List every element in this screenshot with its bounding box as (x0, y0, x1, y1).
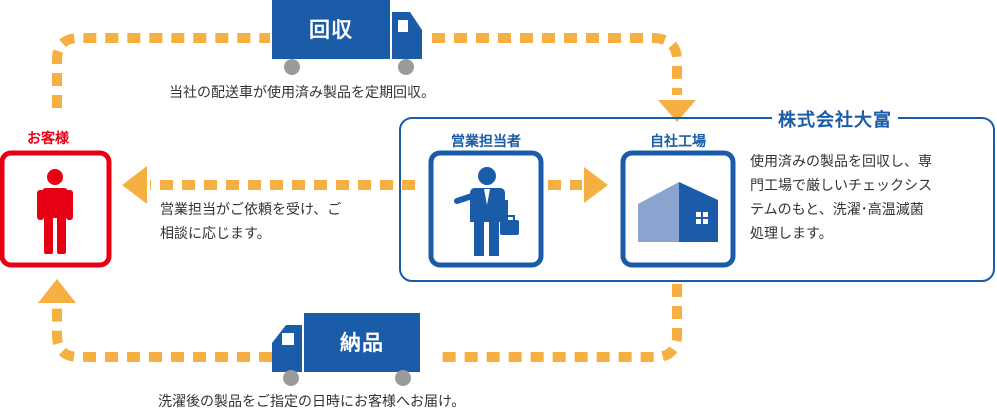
businessman-icon (454, 167, 519, 256)
arrow-up-to-customer (38, 279, 76, 303)
sales-title: 営業担当者 (451, 134, 521, 150)
top-truck-label: 回収 (309, 18, 353, 42)
top-flow-path-right (432, 33, 682, 95)
arrow-left-to-customer (122, 166, 147, 204)
truck-icon (272, 0, 422, 75)
factory-title: 自社工場 (650, 134, 706, 150)
factory-desc-line-3: テムのもと、洗濯･高温滅菌 (750, 202, 924, 218)
customer-title: お客様 (27, 131, 69, 147)
factory-desc-line-4: 処理します。 (750, 226, 833, 242)
arrow-right-to-factory (584, 167, 608, 203)
bottom-flow-path-left (52, 305, 272, 362)
middle-caption-line-1: 営業担当がご依頼を受け、ご (160, 202, 342, 218)
bottom-flow-path (438, 284, 682, 362)
arrow-down-to-factory (658, 100, 696, 122)
company-name: 株式会社大富 (772, 106, 898, 132)
top-flow-path (52, 33, 270, 108)
factory-icon (638, 182, 718, 242)
bottom-truck-label: 納品 (340, 331, 384, 355)
bottom-caption: 洗濯後の製品をご指定の日時にお客様へお届け。 (158, 394, 466, 410)
company-frame (399, 117, 995, 282)
person-icon (37, 169, 73, 254)
truck-icon (272, 313, 420, 386)
factory-desc-line-1: 使用済みの製品を回収し、専 (750, 154, 932, 170)
middle-caption-line-2: 相談に応じます。 (160, 226, 271, 242)
top-caption: 当社の配送車が使用済み製品を定期回収。 (169, 85, 435, 101)
factory-desc-line-2: 門工場で厳しいチェックシス (750, 178, 932, 194)
